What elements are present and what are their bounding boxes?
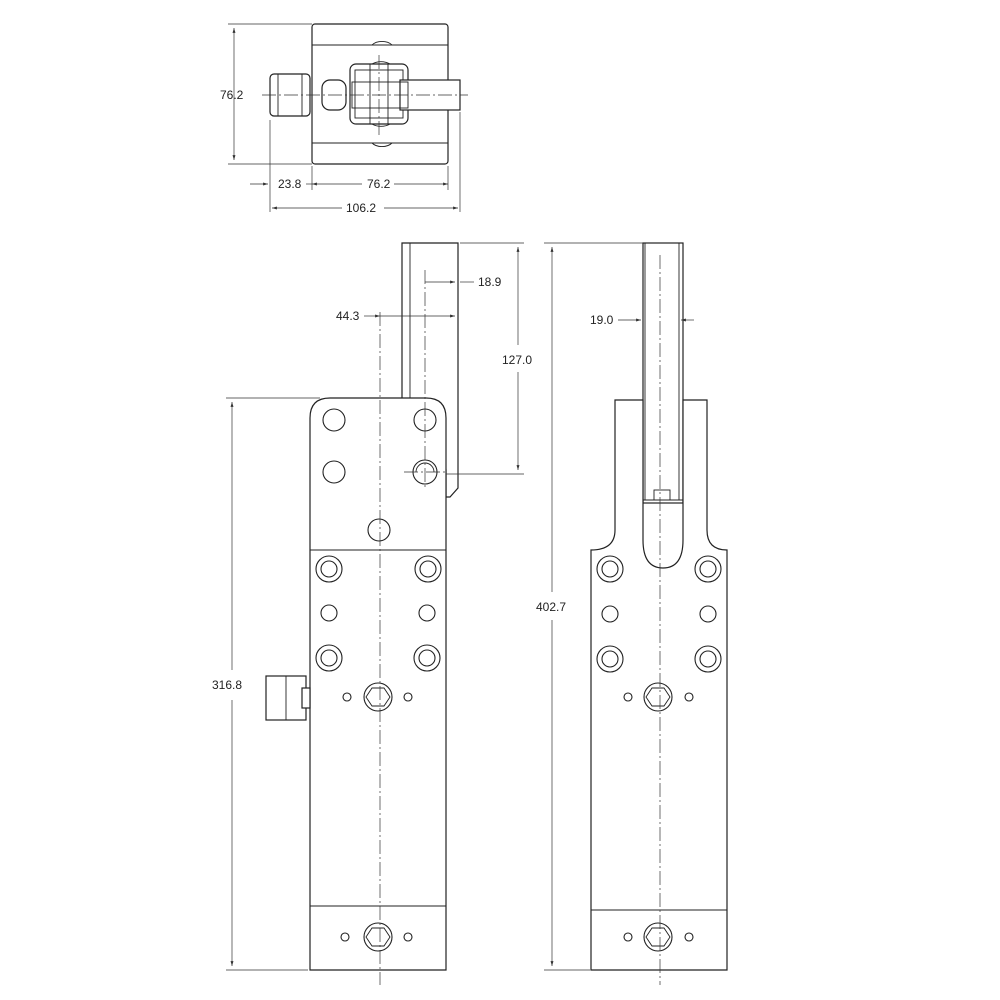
- dim-total-height: 402.7: [536, 600, 566, 614]
- side-view: [590, 242, 728, 985]
- front-view-dimensions: [226, 242, 524, 971]
- top-view: [262, 23, 468, 165]
- dim-top-height: 76.2: [220, 88, 244, 102]
- dim-arm-thickness: 19.0: [590, 313, 614, 327]
- top-view-dimensions: [228, 23, 461, 212]
- dim-arm-reach: 44.3: [336, 309, 360, 323]
- dim-top-width: 76.2: [367, 177, 391, 191]
- dim-arm-length: 127.0: [502, 353, 532, 367]
- side-view-blade: [642, 242, 684, 504]
- dim-body-height: 316.8: [212, 678, 242, 692]
- front-view: [265, 242, 459, 985]
- dim-top-offset: 23.8: [278, 177, 302, 191]
- dim-arm-offset: 18.9: [478, 275, 502, 289]
- dim-top-total: 106.2: [346, 201, 376, 215]
- side-view-dimensions: [544, 242, 694, 971]
